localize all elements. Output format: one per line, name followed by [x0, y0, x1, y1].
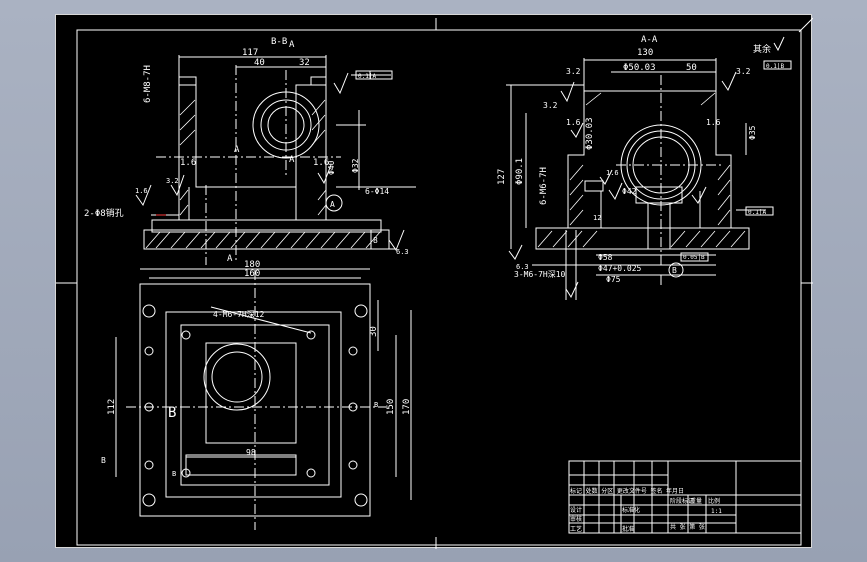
aa-dim-phi90: Φ90.1	[515, 158, 525, 185]
bb-dim-32: 32	[299, 58, 310, 68]
bb-hole-label: 2-Φ8销孔	[84, 207, 124, 219]
aa-tol-box-bottom: 0.05|B	[683, 254, 705, 261]
aa-base-plate	[535, 227, 750, 250]
aa-rough-63: 6.3	[516, 263, 529, 271]
aa-dim-12: 12	[593, 214, 601, 222]
bb-circle-a: A	[330, 200, 335, 209]
tb-design: 设计	[570, 506, 582, 514]
aa-datum-b-circle	[668, 262, 684, 278]
aa-tol-box-mid: 0.1|A	[748, 209, 766, 216]
bb-thread-label: 6-M8-7H	[143, 65, 153, 103]
bb-dim-8: 8	[373, 236, 378, 245]
bb-tol-box-text: 0.1|A	[358, 73, 376, 80]
aa-dim-phi35: Φ35	[748, 125, 757, 140]
plan-dim-170: 170	[402, 399, 412, 415]
aa-labels: A-A 130 50 Φ50.03 其余 0.1|B 0.1|A 0.05|B …	[497, 35, 784, 284]
aa-thread-label: 6-M6-7H	[539, 167, 549, 205]
plan-dim-112: 112	[107, 399, 117, 415]
bb-note-phi: 6-Φ14	[365, 187, 389, 196]
plan-thread-label: 4-M6-7H深12	[213, 310, 265, 319]
bb-rough-32: 3.2	[166, 177, 179, 185]
plan-bore-outer	[203, 343, 271, 411]
bb-rough-16-side: 1.6	[313, 158, 329, 168]
bb-base-plate	[143, 229, 390, 250]
corner-mark	[798, 17, 813, 33]
bb-tol-box	[355, 70, 393, 80]
aa-rough-32c: 3.2	[543, 101, 558, 110]
plan-label-b-small: B	[172, 470, 176, 478]
plan-dim-180: 180	[244, 260, 260, 270]
tb-process: 工艺	[570, 525, 582, 533]
bb-mark-a: A	[289, 40, 295, 50]
aa-title: A-A	[641, 35, 658, 45]
bb-labels: B-B A 117 40 32 1.6 1.6 A A A 2-Φ8销孔 6-Φ…	[84, 37, 409, 264]
bb-rough-63: 6.3	[396, 248, 409, 256]
aa-dim-phi30: Φ30.03	[585, 117, 595, 150]
bb-rough-16-mid: 1.6	[135, 187, 148, 195]
tb-standard: 标准化	[622, 506, 640, 514]
title-block	[568, 460, 802, 534]
bb-dim-117: 117	[242, 48, 258, 58]
aa-rough-16b: 1.6	[706, 118, 721, 127]
tb-title-row: 标记 处数 分区 更改文件号 签名 年月日	[570, 487, 684, 495]
plan-label-b-big: B	[168, 405, 176, 421]
bb-datum-a-circle	[325, 194, 343, 212]
tb-sheet: 共 张 第 张	[670, 523, 705, 531]
aa-dim-130: 130	[637, 48, 653, 58]
aa-circle-b: B	[672, 266, 677, 275]
plan-dim-160: 160	[244, 269, 260, 279]
tb-stage: 阶段标记	[670, 497, 694, 505]
title-block-labels: 标记 处数 分区 更改文件号 签名 年月日 设计 标准化 阶段标记 重量 比例 …	[570, 487, 722, 533]
plan-label-b-left: B	[101, 456, 106, 465]
plan-label-b-right: B	[374, 401, 378, 409]
aa-rough-16a: 1.6	[566, 118, 581, 127]
aa-dim-phi42: Φ42	[622, 187, 637, 196]
plan-view	[115, 268, 412, 530]
bb-section-a-bottom: A	[227, 254, 233, 264]
bb-rough-16-left: 1.6	[180, 158, 196, 168]
aa-dim-127: 127	[497, 169, 507, 185]
tb-scale-value: 1:1	[711, 508, 722, 515]
drawing-border	[76, 29, 802, 546]
plan-labels: 180 160 4-M6-7H深12 98 B B B B 112 150 17…	[101, 260, 412, 478]
aa-rough-16c: 1.6	[606, 169, 619, 177]
bb-section-a-mid: A	[289, 155, 295, 165]
cad-viewport[interactable]: B-B A 117 40 32 1.6 1.6 A A A 2-Φ8销孔 6-Φ…	[55, 14, 813, 549]
aa-dim-phi50: Φ50.03	[623, 63, 656, 73]
plan-dim-30: 30	[369, 326, 379, 337]
aa-rough-32a: 3.2	[566, 67, 581, 76]
aa-dim-phi75: Φ75	[606, 275, 621, 284]
aa-other-note: 其余	[753, 43, 771, 55]
drawing-canvas: B-B A 117 40 32 1.6 1.6 A A A 2-Φ8销孔 6-Φ…	[56, 17, 813, 549]
aa-dim-50: 50	[686, 63, 697, 73]
bb-title: B-B	[271, 37, 287, 47]
bb-dim-phi32: Φ32	[351, 158, 360, 173]
aa-tol-box-top: 0.1|B	[766, 63, 784, 70]
bb-dim-40: 40	[254, 58, 265, 68]
tb-approve: 批准	[622, 525, 634, 533]
aa-rough-32b: 3.2	[736, 67, 751, 76]
section-aa-view	[506, 36, 792, 300]
aa-dim-phi47: Φ47+0.025	[598, 264, 642, 273]
bb-section-a-left: A	[234, 145, 240, 155]
plan-dim-98: 98	[246, 448, 256, 457]
tb-weight: 重量	[690, 497, 702, 505]
aa-thread-bottom: 3-M6-7H深10	[514, 270, 566, 279]
aa-dim-phi58: Φ58	[598, 253, 613, 262]
bb-dim-phi40: Φ40	[327, 160, 336, 175]
tb-check: 审核	[570, 515, 582, 523]
section-bb-view	[135, 55, 416, 265]
tb-scale: 比例	[708, 497, 720, 505]
plan-dim-150: 150	[386, 399, 396, 415]
